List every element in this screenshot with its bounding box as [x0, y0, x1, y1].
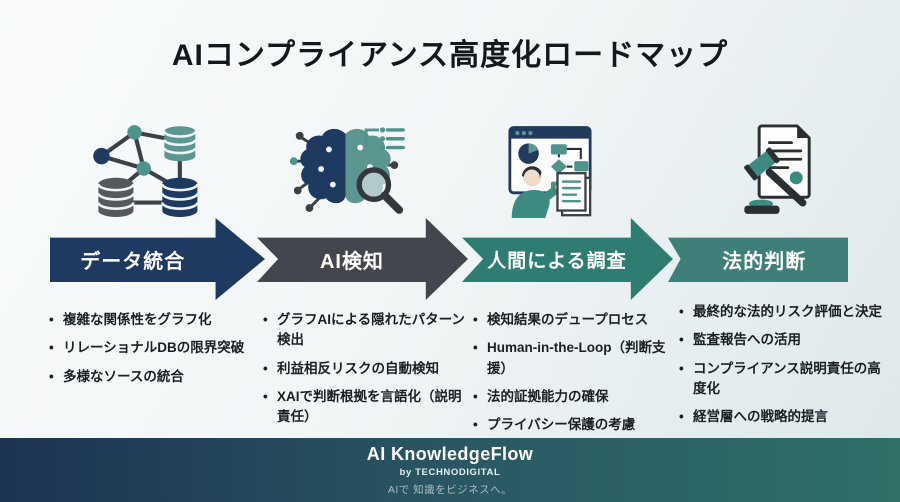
- bullet-item: 法的証拠能力の確保: [472, 387, 680, 408]
- bullet-item: プライバシー保護の考慮: [472, 415, 680, 436]
- bullet-item: 検知結果のデュープロセス: [472, 310, 680, 331]
- stage-label: AI検知: [319, 251, 384, 274]
- brand-tagline: AIで 知識をビジネスへ。: [387, 483, 513, 496]
- stage-arrow-human-review: 人間による調査: [462, 218, 673, 300]
- database-network-icon: [84, 120, 220, 218]
- stage-label: 法的判断: [722, 251, 807, 274]
- process-flow: データ統合 AI検知 人間による調査 法的判断: [0, 218, 900, 300]
- gavel-document-icon: [736, 120, 824, 218]
- stage-arrow-legal-judgment: 法的判断: [668, 237, 848, 282]
- bullet-item: Human-in-the-Loop（判断支援）: [472, 338, 680, 379]
- bullet-item: コンプライアンス説明責任の高度化: [678, 359, 890, 400]
- bullet-item: 最終的な法的リスク評価と決定: [678, 302, 890, 323]
- stage-label: データ統合: [80, 251, 186, 274]
- bullet-item: 多様なソースの統合: [48, 367, 250, 388]
- ai-brain-search-icon: [286, 120, 408, 218]
- bullet-item: リレーショナルDBの限界突破: [48, 338, 250, 359]
- stage-arrow-ai-detection: AI検知: [257, 218, 468, 300]
- bullet-item: 利益相反リスクの自動検知: [262, 359, 468, 380]
- bullet-item: XAIで判断根拠を言語化（説明責任）: [262, 387, 468, 428]
- page-title: AIコンプライアンス高度化ロードマップ: [171, 39, 729, 72]
- bullet-item: 複雑な関係性をグラフ化: [48, 310, 250, 331]
- stage-label: 人間による調査: [487, 251, 627, 273]
- stage-bullets-data-integration: 複雑な関係性をグラフ化 リレーショナルDBの限界突破 多様なソースの統合: [48, 310, 250, 395]
- brand-byline: by TECHNODIGITAL: [399, 466, 501, 478]
- stage-bullets-human-review: 検知結果のデュープロセス Human-in-the-Loop（判断支援） 法的証…: [472, 310, 680, 443]
- bullet-item: 経営層への戦略的提言: [678, 407, 890, 428]
- stage-bullets-legal-judgment: 最終的な法的リスク評価と決定 監査報告への活用 コンプライアンス説明責任の高度化…: [678, 302, 890, 435]
- brand-name: AI KnowledgeFlow: [366, 443, 534, 464]
- footer-banner: AI KnowledgeFlow by TECHNODIGITAL AIで 知識…: [0, 438, 900, 502]
- bullet-item: グラフAIによる隠れたパターン検出: [262, 310, 468, 351]
- bullet-item: 監査報告への活用: [678, 330, 890, 351]
- human-review-flowchart-icon: [496, 120, 604, 218]
- stage-bullets-ai-detection: グラフAIによる隠れたパターン検出 利益相反リスクの自動検知 XAIで判断根拠を…: [262, 310, 468, 435]
- stage-arrow-data-integration: データ統合: [50, 218, 265, 300]
